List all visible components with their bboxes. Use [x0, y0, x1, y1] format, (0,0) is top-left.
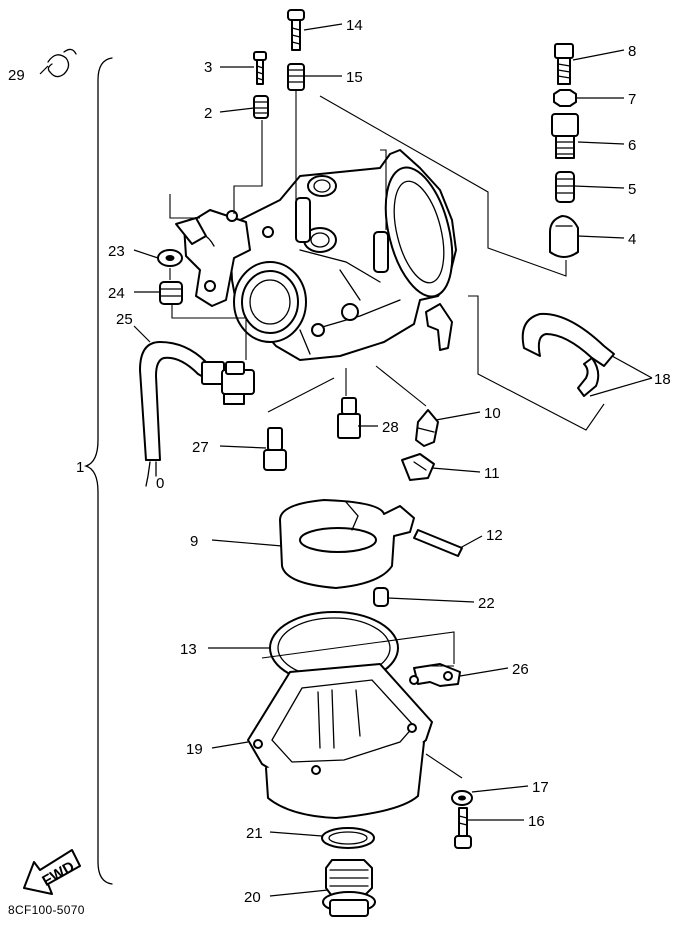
part-28-jet	[337, 397, 361, 439]
callout-10: 10	[484, 405, 501, 422]
part-4-needle-holder	[549, 215, 579, 258]
part-3-screw	[253, 51, 267, 85]
callout-14: 14	[346, 17, 363, 34]
callout-28: 28	[382, 419, 399, 436]
drawing-code: 8CF100-5070	[8, 903, 85, 917]
part-2-spring	[253, 95, 269, 119]
callout-8: 8	[628, 43, 636, 60]
callout-15: 15	[346, 69, 363, 86]
part-25-sensor-cable	[139, 341, 255, 487]
callout-1: 1	[76, 459, 84, 476]
part-18-hose	[521, 312, 615, 397]
callout-25: 25	[116, 311, 133, 328]
callout-5: 5	[628, 181, 636, 198]
part-14-screw	[287, 9, 305, 51]
carburetor-body	[175, 149, 457, 361]
callout-17: 17	[532, 779, 549, 796]
part-8-screw	[554, 43, 574, 85]
part-17-washer	[451, 790, 473, 806]
callout-2: 2	[204, 105, 212, 122]
part-29-clip	[47, 48, 77, 78]
callout-12: 12	[486, 527, 503, 544]
part-19-float-bowl	[247, 663, 433, 819]
callout-6: 6	[628, 137, 636, 154]
callout-23: 23	[108, 243, 125, 260]
callout-7: 7	[628, 91, 636, 108]
part-15-spring	[287, 63, 305, 91]
part-10-needle-valve	[415, 409, 439, 447]
callout-24: 24	[108, 285, 125, 302]
part-6-adjuster	[551, 113, 579, 159]
part-11-clip	[401, 453, 435, 481]
callout-29: 29	[8, 67, 25, 84]
part-27-bolt	[263, 427, 287, 471]
part-9-float	[279, 499, 415, 589]
fwd-arrow-icon: FWD	[23, 849, 81, 895]
part-7-nut	[553, 89, 577, 107]
callout-19: 19	[186, 741, 203, 758]
callout-26: 26	[512, 661, 529, 678]
callout-numbers: 29 3 2 14 15 8 7 6 5 4 18 23 24 25 27 28…	[8, 17, 671, 906]
part-12-pin	[413, 529, 463, 557]
part-22-jet	[373, 587, 389, 607]
part-5-spring	[555, 171, 575, 203]
part-20-drain-plug	[322, 859, 376, 917]
part-23-washer	[157, 249, 183, 267]
callout-3: 3	[204, 59, 212, 76]
assembly-brace	[83, 57, 113, 885]
callout-13: 13	[180, 641, 197, 658]
wire-end-label: 0	[156, 475, 164, 492]
callout-4: 4	[628, 231, 636, 248]
callout-11: 11	[484, 465, 500, 482]
part-16-screw	[454, 807, 472, 849]
callout-9: 9	[190, 533, 198, 550]
assembly-guide-lines	[169, 90, 605, 779]
part-21-oring	[321, 827, 375, 849]
callout-27: 27	[192, 439, 209, 456]
callout-20: 20	[244, 889, 261, 906]
leader-lines	[39, 23, 653, 897]
callout-18: 18	[654, 371, 671, 388]
part-24-plunger	[159, 281, 183, 305]
callout-21: 21	[246, 825, 263, 842]
part-26-bracket	[413, 663, 461, 687]
callout-16: 16	[528, 813, 545, 830]
callout-22: 22	[478, 595, 495, 612]
